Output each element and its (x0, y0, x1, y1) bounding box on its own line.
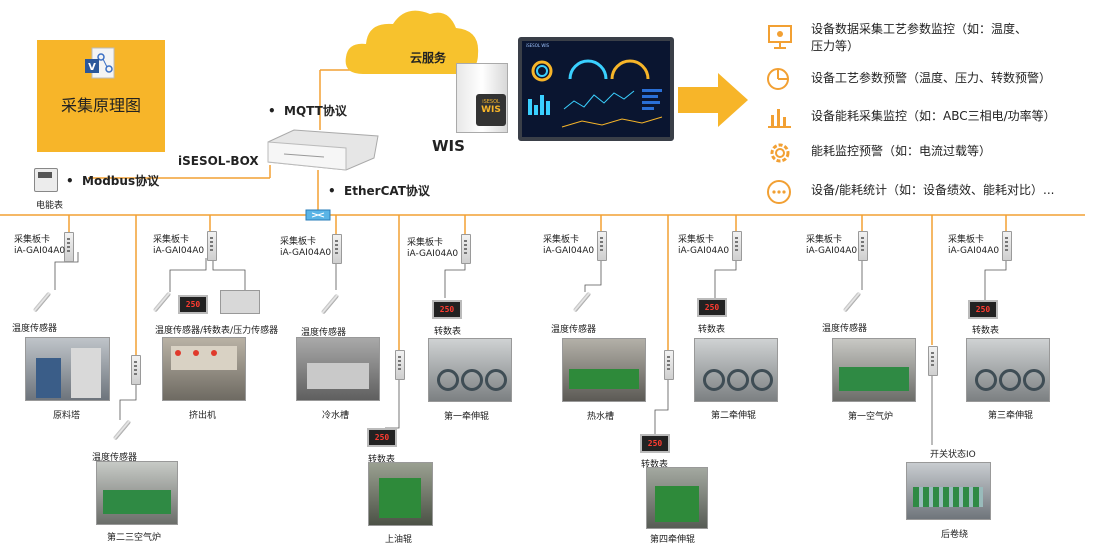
wis-badge: iSESOL WIS (476, 94, 506, 126)
card-module-5 (597, 231, 607, 261)
wis-dashboard: iSESOL WIS (518, 37, 674, 141)
ethercat-connector-icon (305, 209, 331, 221)
feature-2: 设备工艺参数预警（温度、压力、转数预警） (811, 71, 1052, 85)
feature-1: 设备数据采集工艺参数监控（如：温度、压力等） (811, 22, 1028, 53)
machine-photo-3 (296, 337, 380, 401)
sensor-label-11: 转数表 (641, 460, 669, 470)
visio-icon: V (84, 47, 116, 81)
tachometer-icon: 250 (697, 298, 727, 317)
wis-server: iSESOL WIS (456, 63, 508, 133)
bar-chart-icon (765, 103, 793, 135)
card-module-12 (928, 346, 938, 376)
ethercat-label: • EtherCAT协议 (328, 184, 430, 198)
card-module-11 (664, 350, 674, 380)
machine-photo-7 (832, 338, 916, 402)
pressure-sensor-icon (220, 290, 260, 314)
machine-label-9: 第二三空气炉 (107, 533, 162, 543)
machine-label-8: 第三牵伸辊 (988, 411, 1034, 421)
box-label: iSESOL-BOX (178, 154, 259, 168)
sensor-label-8: 转数表 (972, 326, 1000, 336)
pie-chart-icon (765, 65, 793, 97)
arrow-right-icon (678, 73, 748, 127)
cloud-label: 云服务 (410, 51, 447, 65)
sensor-label-2: 温度传感器/转数表/压力传感器 (155, 326, 279, 336)
card-module-1 (64, 232, 74, 262)
feature-5: 设备/能耗统计（如：设备绩效、能耗对比）... (811, 183, 1055, 197)
feature-4: 能耗监控预警（如：电流过载等） (811, 144, 992, 158)
card-module-2 (207, 231, 217, 261)
sensor-label-3: 温度传感器 (301, 328, 347, 338)
machine-photo-2 (162, 337, 246, 401)
modbus-label: • Modbus协议 (66, 174, 160, 188)
machine-label-12: 后卷绕 (941, 530, 969, 540)
title-box: V 采集原理图 (37, 40, 165, 152)
card-module-3 (332, 234, 342, 264)
machine-label-7: 第一空气炉 (848, 412, 894, 422)
card-module-7 (858, 231, 868, 261)
svg-text:V: V (88, 62, 96, 73)
card-module-6 (732, 231, 742, 261)
wis-label: WIS (432, 137, 465, 155)
machine-label-10: 上油辊 (385, 535, 413, 545)
sensor-label-9: 温度传感器 (92, 453, 138, 463)
machine-label-2: 挤出机 (189, 411, 217, 421)
isesol-box (264, 128, 380, 172)
sensor-label-7: 温度传感器 (822, 324, 868, 334)
machine-photo-1 (25, 337, 110, 401)
machine-photo-4 (428, 338, 512, 402)
machine-label-4: 第一牵伸辊 (444, 412, 490, 422)
machine-photo-12 (906, 462, 991, 520)
sensor-label-6: 转数表 (698, 325, 726, 335)
tachometer-icon: 250 (968, 300, 998, 319)
machine-photo-8 (966, 338, 1050, 402)
machine-label-3: 冷水槽 (322, 411, 350, 421)
card-module-9 (131, 355, 141, 385)
tachometer-icon: 250 (178, 295, 208, 314)
machine-photo-6 (694, 338, 778, 402)
card-module-4 (461, 234, 471, 264)
sensor-label-12: 开关状态IO (930, 450, 976, 460)
feature-3: 设备能耗采集监控（如：ABC三相电/功率等） (811, 109, 1056, 123)
tachometer-icon: 250 (640, 434, 670, 453)
meter-label: 电能表 (36, 201, 64, 211)
machine-label-6: 第二牵伸辊 (711, 411, 757, 421)
machine-photo-9 (96, 461, 178, 525)
card-module-10 (395, 350, 405, 380)
machine-photo-10 (368, 462, 433, 526)
cloud-icon (345, 10, 479, 75)
sensor-label-10: 转数表 (368, 455, 396, 465)
energy-meter-icon (34, 168, 58, 192)
more-icon (765, 178, 793, 210)
machine-label-5: 热水槽 (587, 412, 615, 422)
gear-icon (765, 138, 795, 172)
mqtt-label: • MQTT协议 (268, 104, 347, 118)
tachometer-icon: 250 (432, 300, 462, 319)
machine-photo-5 (562, 338, 646, 402)
machine-label-11: 第四牵伸辊 (650, 535, 696, 545)
monitor-icon (765, 20, 797, 56)
dashboard-charts (528, 59, 663, 128)
card-module-8 (1002, 231, 1012, 261)
machine-photo-11 (646, 467, 708, 529)
sensor-label-4: 转数表 (434, 327, 462, 337)
machine-label-1: 原料塔 (53, 411, 81, 421)
title-label: 采集原理图 (60, 96, 141, 115)
sensor-label-1: 温度传感器 (12, 324, 58, 334)
sensor-label-5: 温度传感器 (551, 325, 597, 335)
tachometer-icon: 250 (367, 428, 397, 447)
